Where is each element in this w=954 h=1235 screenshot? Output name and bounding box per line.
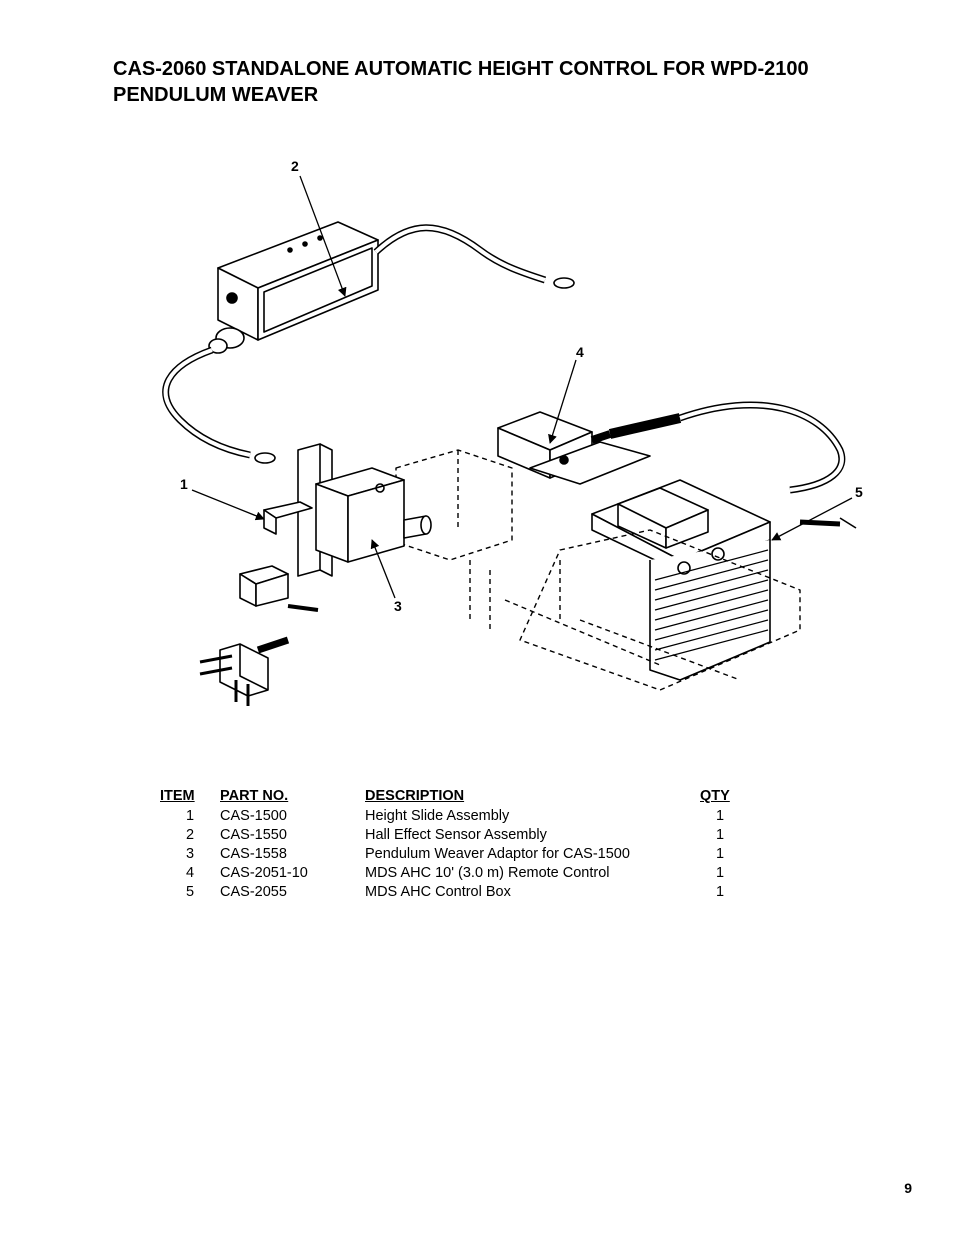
header-part-no: PART NO. bbox=[220, 788, 289, 804]
description-cell: MDS AHC Control Box bbox=[365, 883, 511, 900]
page-number: 9 bbox=[904, 1180, 912, 1196]
callout-3: 3 bbox=[394, 598, 402, 614]
assembly-illustration bbox=[162, 175, 857, 706]
item-cell: 1 bbox=[185, 807, 195, 824]
table-row: 5 CAS-2055 MDS AHC Control Box 1 bbox=[160, 882, 740, 901]
part-no-cell: CAS-1550 bbox=[220, 826, 287, 843]
table-row: 1 CAS-1500 Height Slide Assembly 1 bbox=[160, 806, 740, 825]
part-no-cell: CAS-1558 bbox=[220, 845, 287, 862]
qty-cell: 1 bbox=[715, 845, 725, 862]
description-cell: Hall Effect Sensor Assembly bbox=[365, 826, 547, 843]
header-item: ITEM bbox=[160, 788, 195, 804]
description-cell: Pendulum Weaver Adaptor for CAS-1500 bbox=[365, 845, 630, 862]
qty-cell: 1 bbox=[715, 826, 725, 843]
header-description: DESCRIPTION bbox=[365, 788, 465, 804]
table-header-row: ITEM PART NO. DESCRIPTION QTY bbox=[160, 788, 740, 806]
remote-control-drawing bbox=[497, 401, 846, 494]
description-cell: MDS AHC 10' (3.0 m) Remote Control bbox=[365, 864, 610, 881]
exploded-assembly-diagram: 2 4 1 5 3 bbox=[140, 150, 880, 710]
parts-list-table: ITEM PART NO. DESCRIPTION QTY 1 CAS-1500… bbox=[160, 788, 740, 901]
callout-2: 2 bbox=[291, 158, 299, 174]
table-row: 4 CAS-2051-10 MDS AHC 10' (3.0 m) Remote… bbox=[160, 863, 740, 882]
part-no-cell: CAS-2055 bbox=[220, 883, 287, 900]
control-box-drawing bbox=[591, 479, 857, 681]
callout-1: 1 bbox=[180, 476, 188, 492]
header-qty: QTY bbox=[700, 788, 730, 804]
height-slide-drawing bbox=[239, 443, 432, 612]
sensor-box-drawing bbox=[162, 221, 575, 464]
item-cell: 5 bbox=[185, 883, 195, 900]
item-cell: 3 bbox=[185, 845, 195, 862]
page-title: CAS-2060 STANDALONE AUTOMATIC HEIGHT CON… bbox=[113, 58, 809, 106]
part-no-cell: CAS-1500 bbox=[220, 807, 287, 824]
table-row: 2 CAS-1550 Hall Effect Sensor Assembly 1 bbox=[160, 825, 740, 844]
part-no-cell: CAS-2051-10 bbox=[220, 864, 308, 881]
item-cell: 4 bbox=[185, 864, 195, 881]
qty-cell: 1 bbox=[715, 864, 725, 881]
item-cell: 2 bbox=[185, 826, 195, 843]
callout-5: 5 bbox=[855, 484, 863, 500]
torch-holder-drawing bbox=[199, 636, 290, 706]
callout-4: 4 bbox=[576, 344, 584, 360]
qty-cell: 1 bbox=[715, 807, 725, 824]
description-cell: Height Slide Assembly bbox=[365, 807, 510, 824]
qty-cell: 1 bbox=[715, 883, 725, 900]
table-row: 3 CAS-1558 Pendulum Weaver Adaptor for C… bbox=[160, 844, 740, 863]
